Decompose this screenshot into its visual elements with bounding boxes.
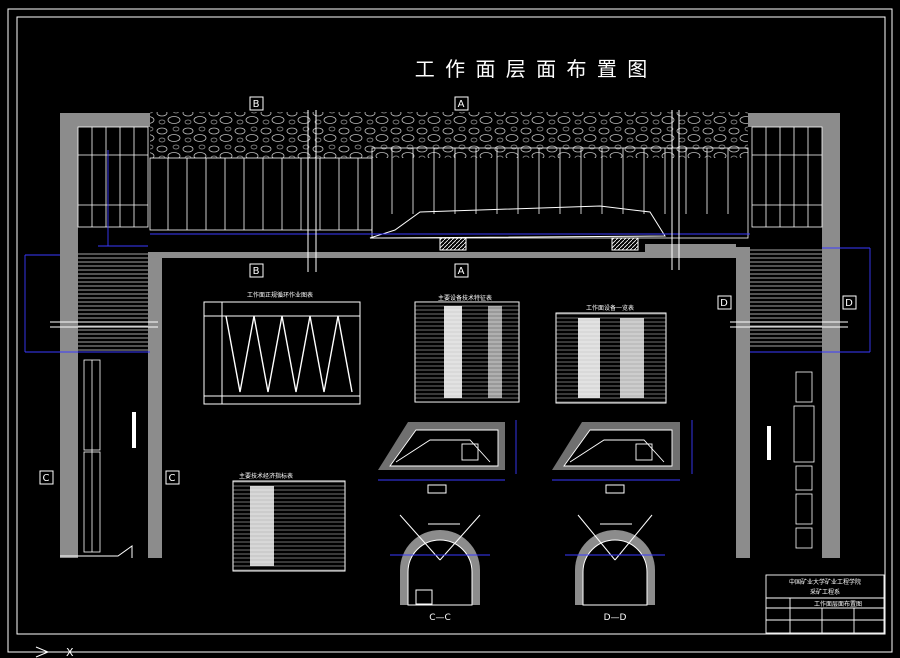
shearer-drum-right: [611, 237, 639, 251]
left-roadway-equipment: [83, 359, 101, 553]
right-roof-strip: [748, 113, 822, 127]
right-roadway-outer-wall: [822, 113, 840, 558]
section-marker-c-right: C: [169, 473, 176, 484]
section-marker-d-right: D: [845, 298, 853, 309]
title-block-department: 采矿工程系: [810, 588, 840, 596]
axis-label-x: X: [66, 646, 74, 658]
left-marker-bar: [132, 412, 136, 448]
cycle-chart-title: 工作面正规循环作业图表: [247, 291, 313, 299]
drawing-title: 工 作 面 层 面 布 置 图: [415, 57, 650, 81]
face-support-units: [149, 147, 749, 239]
ucs-axis: [10, 646, 50, 658]
left-roadway-section: [78, 252, 148, 352]
section-marker-b-top: B: [253, 99, 260, 110]
left-roof-strip: [78, 113, 150, 127]
section-marker-c-left: C: [43, 473, 50, 484]
equipment-list-title: 工作面设备一览表: [586, 304, 634, 312]
support-side-view-a: [378, 420, 517, 481]
right-roadway-inner-wall: [736, 247, 750, 558]
right-marker-bar: [767, 426, 771, 460]
break-lines: [50, 110, 848, 328]
left-roadway-inner-wall: [148, 252, 162, 558]
title-block-school: 中国矿业大学矿业工程学院: [789, 578, 861, 586]
section-marker-b-bottom: B: [253, 266, 260, 277]
main-equipment-table: 主要设备技术特征表: [414, 294, 520, 403]
main-equipment-title: 主要设备技术特征表: [438, 294, 492, 302]
section-label-dd: D—D: [604, 613, 627, 623]
title-block-drawing-name: 工作面层面布置图: [814, 600, 862, 608]
section-marker-d-left: D: [720, 298, 728, 309]
cross-section-cc: [390, 514, 490, 606]
section-marker-a-bottom: A: [458, 266, 465, 277]
support-side-view-b: [552, 420, 693, 481]
hydraulic-supports-right: [751, 126, 823, 228]
title-block: [765, 574, 885, 634]
section-label-cc: C—C: [429, 613, 451, 623]
shearer-drum-left: [439, 237, 467, 251]
inner-frame: [16, 16, 886, 635]
shearer-outline: [369, 205, 666, 239]
cross-section-dd: [565, 514, 665, 606]
outer-frame: [7, 8, 893, 653]
right-roadway-equipment: [793, 371, 815, 549]
section-marker-a-top: A: [458, 99, 465, 110]
cycle-chart-table: 工作面正规循环作业图表: [203, 291, 361, 405]
tech-economic-title: 主要技术经济指标表: [239, 472, 293, 480]
left-roadway-outer-wall: [60, 113, 78, 558]
view-a-caption-box: [427, 484, 447, 494]
view-b-caption-box: [605, 484, 625, 494]
right-roadway-section: [750, 248, 822, 348]
equipment-list-table: 工作面设备一览表: [555, 304, 667, 404]
left-roadway-end: [60, 545, 133, 558]
roof-rock-band: [150, 112, 748, 158]
face-floor-band: [148, 244, 736, 264]
tech-economic-table: 主要技术经济指标表: [232, 472, 346, 572]
hydraulic-supports-left: [77, 126, 149, 228]
